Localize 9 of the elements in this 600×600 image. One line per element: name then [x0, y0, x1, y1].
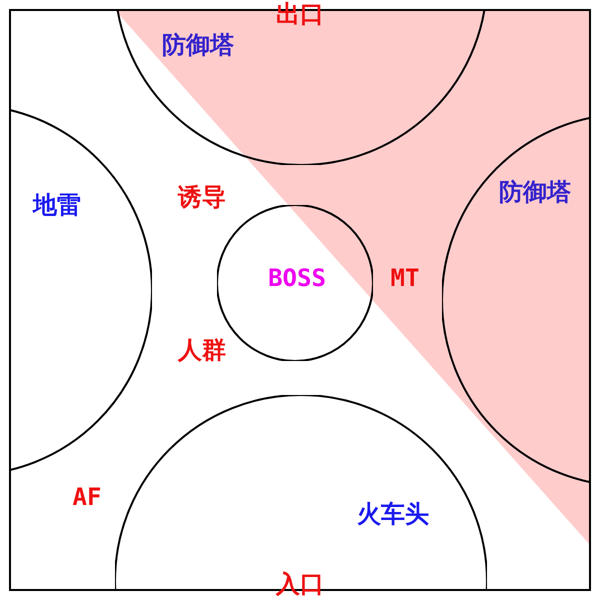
position-label: AF	[72, 485, 102, 509]
position-label: 诱导	[178, 185, 226, 209]
position-label: 人群	[178, 338, 226, 362]
area-label: BOSS	[268, 266, 326, 290]
area-label: 火车头	[357, 502, 429, 526]
area-label: 防御塔	[499, 180, 571, 204]
area-label: 地雷	[33, 193, 81, 217]
area-label: 防御塔	[162, 33, 234, 57]
position-label: MT	[390, 266, 420, 290]
